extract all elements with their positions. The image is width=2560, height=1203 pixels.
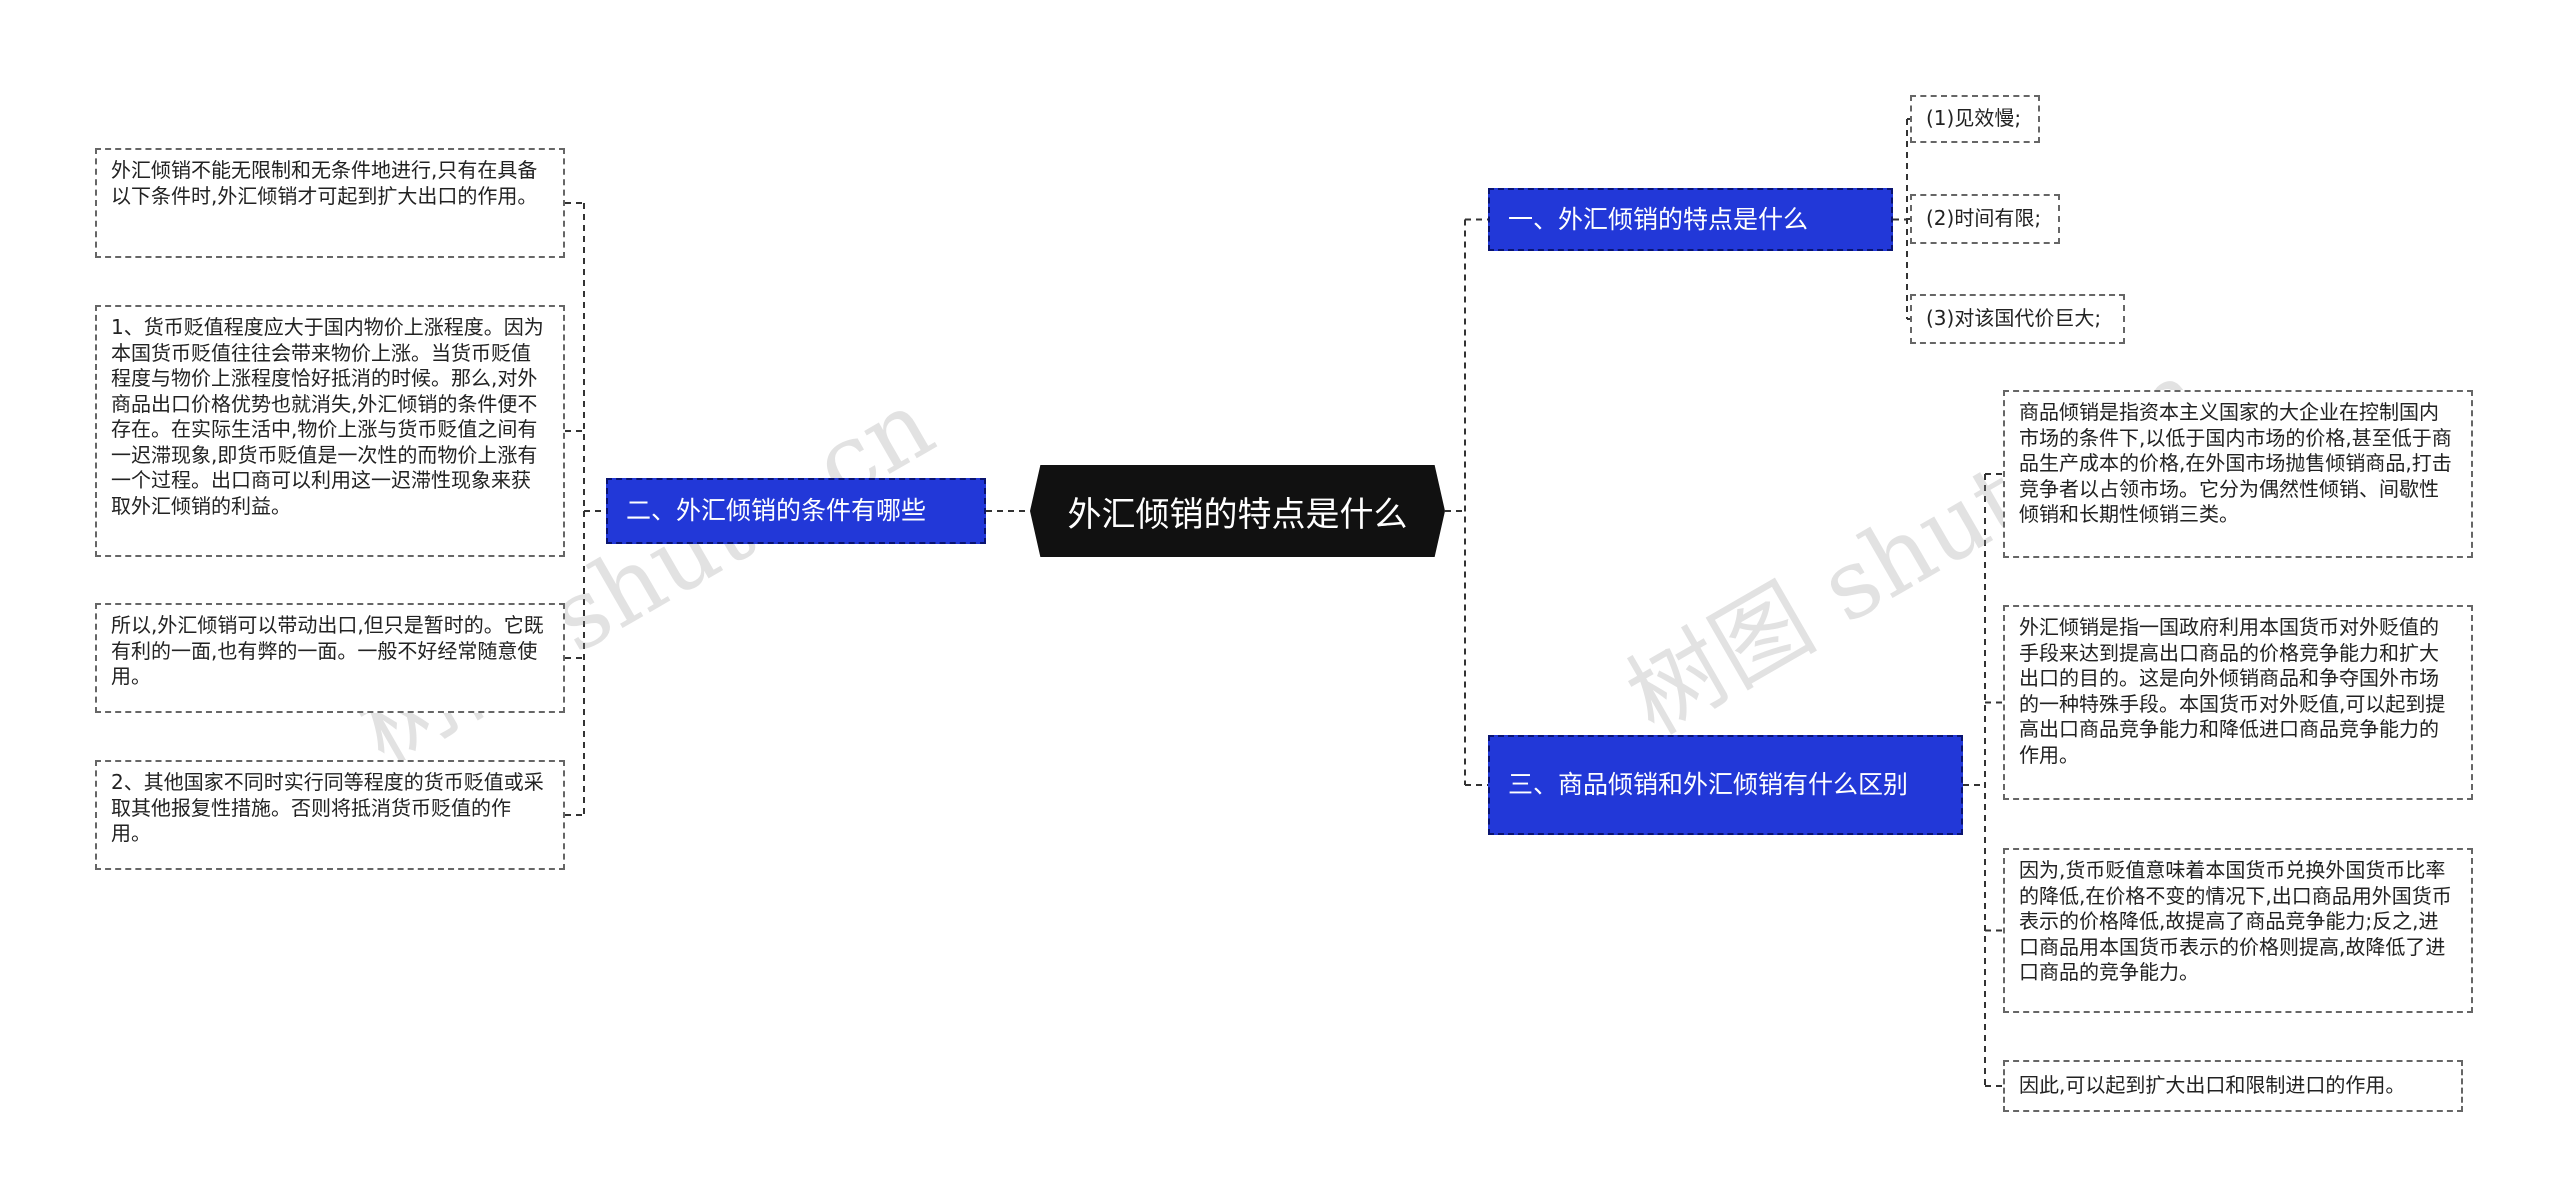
leaf-text: (3)对该国代价巨大; (1926, 306, 2102, 331)
leaf-text: 2、其他国家不同时实行同等程度的货币贬值或采取其他报复性措施。否则将抵消货币贬值… (111, 770, 544, 845)
leaf-conditions-intro[interactable]: 外汇倾销不能无限制和无条件地进行,只有在具备以下条件时,外汇倾销才可起到扩大出口… (95, 148, 565, 258)
leaf-conclusion[interactable]: 因此,可以起到扩大出口和限制进口的作用。 (2003, 1060, 2463, 1112)
leaf-huge-cost[interactable]: (3)对该国代价巨大; (1910, 294, 2125, 344)
leaf-text: (1)见效慢; (1926, 106, 2022, 131)
leaf-text: 外汇倾销是指一国政府利用本国货币对外贬值的手段来达到提高出口商品的价格竞争能力和… (2019, 615, 2446, 767)
root-topic-label: 外汇倾销的特点是什么 (1067, 494, 1408, 535)
branch-differences-label: 三、商品倾销和外汇倾销有什么区别 (1508, 770, 1909, 799)
branch-differences[interactable]: 三、商品倾销和外汇倾销有什么区别 (1488, 735, 1963, 835)
leaf-devaluation-effect[interactable]: 因为,货币贬值意味着本国货币兑换外国货币比率的降低,在价格不变的情况下,出口商品… (2003, 848, 2473, 1013)
branch-features[interactable]: 一、外汇倾销的特点是什么 (1488, 188, 1893, 251)
leaf-limited-time[interactable]: (2)时间有限; (1910, 194, 2060, 244)
root-topic[interactable]: 外汇倾销的特点是什么 (1030, 465, 1445, 557)
leaf-temporary-effect[interactable]: 所以,外汇倾销可以带动出口,但只是暂时的。它既有利的一面,也有弊的一面。一般不好… (95, 603, 565, 713)
branch-conditions-label: 二、外汇倾销的条件有哪些 (626, 496, 927, 525)
leaf-text: (2)时间有限; (1926, 206, 2042, 231)
leaf-text: 1、货币贬值程度应大于国内物价上涨程度。因为本国货币贬值往往会带来物价上涨。当货… (111, 315, 544, 518)
leaf-text: 外汇倾销不能无限制和无条件地进行,只有在具备以下条件时,外汇倾销才可起到扩大出口… (111, 158, 538, 208)
leaf-text: 所以,外汇倾销可以带动出口,但只是暂时的。它既有利的一面,也有弊的一面。一般不好… (111, 613, 544, 688)
branch-conditions[interactable]: 二、外汇倾销的条件有哪些 (606, 478, 986, 544)
leaf-condition-2[interactable]: 2、其他国家不同时实行同等程度的货币贬值或采取其他报复性措施。否则将抵消货币贬值… (95, 760, 565, 870)
leaf-exchange-dumping[interactable]: 外汇倾销是指一国政府利用本国货币对外贬值的手段来达到提高出口商品的价格竞争能力和… (2003, 605, 2473, 800)
leaf-text: 商品倾销是指资本主义国家的大企业在控制国内市场的条件下,以低于国内市场的价格,甚… (2019, 400, 2452, 526)
leaf-text: 因此,可以起到扩大出口和限制进口的作用。 (2019, 1073, 2406, 1098)
branch-features-label: 一、外汇倾销的特点是什么 (1508, 204, 1809, 234)
leaf-text: 因为,货币贬值意味着本国货币兑换外国货币比率的降低,在价格不变的情况下,出口商品… (2019, 858, 2452, 984)
leaf-condition-1[interactable]: 1、货币贬值程度应大于国内物价上涨程度。因为本国货币贬值往往会带来物价上涨。当货… (95, 305, 565, 557)
leaf-commodity-dumping[interactable]: 商品倾销是指资本主义国家的大企业在控制国内市场的条件下,以低于国内市场的价格,甚… (2003, 390, 2473, 558)
leaf-slow-effect[interactable]: (1)见效慢; (1910, 95, 2040, 143)
